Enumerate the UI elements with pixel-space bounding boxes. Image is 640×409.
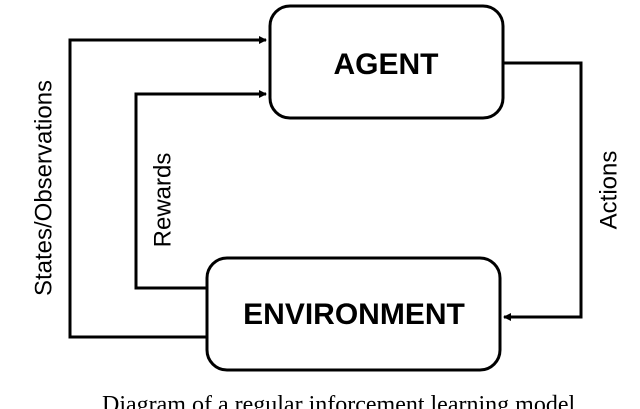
actions-arrow — [503, 61, 583, 321]
environment-box — [205, 256, 502, 372]
states-label: States/Observations — [30, 80, 57, 296]
actions-label: Actions — [595, 151, 622, 230]
rewards-arrow — [134, 90, 267, 290]
environment-label: ENVIRONMENT — [243, 298, 465, 331]
diagram-caption: Diagram of a regular inforcement learnin… — [102, 392, 575, 409]
environment-node: ENVIRONMENT — [205, 256, 502, 372]
states-arrow — [68, 36, 267, 339]
agent-node: AGENT — [268, 4, 505, 120]
agent-label: AGENT — [334, 48, 439, 81]
rewards-label: Rewards — [149, 153, 176, 248]
